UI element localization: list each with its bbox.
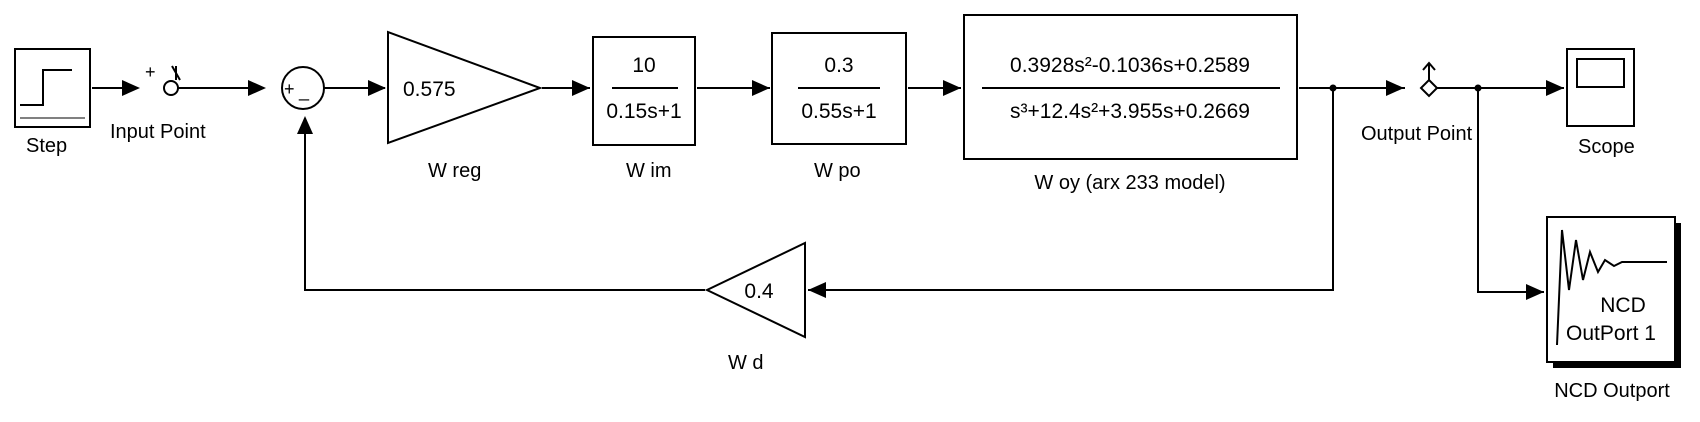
sum-circle[interactable] (281, 66, 325, 110)
ncd-response-glyph (1556, 229, 1667, 346)
ncd-outport-block[interactable]: NCD OutPort 1 NCD Outport (1546, 216, 1681, 402)
w-d-gain: 0.4 (744, 280, 774, 303)
step-block[interactable]: Step (14, 48, 91, 157)
output-point-arrowhead (1422, 61, 1436, 71)
w-po-label: W po (814, 160, 861, 182)
input-point-circle[interactable] (163, 80, 179, 96)
w-reg-gain: 0.575 (403, 78, 456, 101)
output-point-label: Output Point (1361, 123, 1473, 145)
w-d-triangle[interactable] (704, 241, 806, 339)
ncd-line1: NCD (1600, 294, 1646, 317)
output-point-marker[interactable] (1419, 78, 1439, 98)
input-point-block[interactable]: + Input Point (110, 62, 206, 143)
w-oy-block[interactable]: 0.3928s²-0.1036s+0.2589 s³+12.4s²+3.955s… (963, 14, 1298, 194)
arrow-head (1386, 80, 1404, 96)
w-im-label: W im (626, 160, 672, 182)
ncd-label: NCD Outport (1554, 380, 1670, 402)
step-box[interactable] (14, 48, 91, 128)
arrow-head (808, 282, 826, 298)
w-d-label: W d (728, 352, 764, 374)
arrow-head (752, 80, 770, 96)
w-im-numerator: 10 (632, 54, 655, 77)
w-im-box[interactable] (592, 36, 696, 146)
scope-label: Scope (1578, 136, 1635, 158)
arrow-head (1546, 80, 1564, 96)
wire-wd-to-sum[interactable] (304, 118, 705, 291)
output-point-block[interactable]: Output Point (1361, 61, 1473, 145)
ncd-line2: OutPort 1 (1566, 322, 1656, 345)
input-point-label: Input Point (110, 121, 206, 143)
w-po-block[interactable]: 0.3 0.55s+1 W po (771, 32, 907, 182)
w-oy-label: W oy (arx 233 model) (1034, 172, 1225, 194)
step-glyph (20, 69, 72, 106)
wire-to-ncd[interactable] (1477, 88, 1544, 293)
w-reg-label: W reg (428, 160, 481, 182)
w-oy-numerator: 0.3928s²-0.1036s+0.2589 (1010, 54, 1250, 77)
w-po-denominator: 0.55s+1 (801, 100, 876, 123)
arrow-head (943, 80, 961, 96)
w-reg-block[interactable]: 0.575 W reg (387, 30, 543, 182)
w-po-numerator: 0.3 (824, 54, 853, 77)
w-reg-triangle[interactable] (387, 30, 543, 145)
scope-block[interactable]: Scope (1566, 48, 1635, 158)
arrow-head (297, 116, 313, 134)
wires (92, 80, 1564, 300)
scope-screen-icon (1576, 58, 1625, 88)
arrow-head (248, 80, 266, 96)
arrow-head (368, 80, 386, 96)
arrow-head (1526, 284, 1544, 300)
arrow-head (572, 80, 590, 96)
input-point-sign: + (145, 62, 156, 82)
sum-block[interactable]: + _ (281, 66, 325, 110)
arrow-head (122, 80, 140, 96)
w-im-block[interactable]: 10 0.15s+1 W im (592, 36, 696, 182)
sum-plus: + (284, 79, 295, 99)
step-label: Step (26, 135, 67, 157)
wire-feedback-to-wd[interactable] (808, 88, 1334, 291)
w-oy-denominator: s³+12.4s²+3.955s+0.2669 (1010, 100, 1250, 123)
sum-minus: _ (298, 81, 310, 102)
w-im-denominator: 0.15s+1 (606, 100, 681, 123)
w-d-block[interactable]: 0.4 W d (704, 241, 806, 374)
